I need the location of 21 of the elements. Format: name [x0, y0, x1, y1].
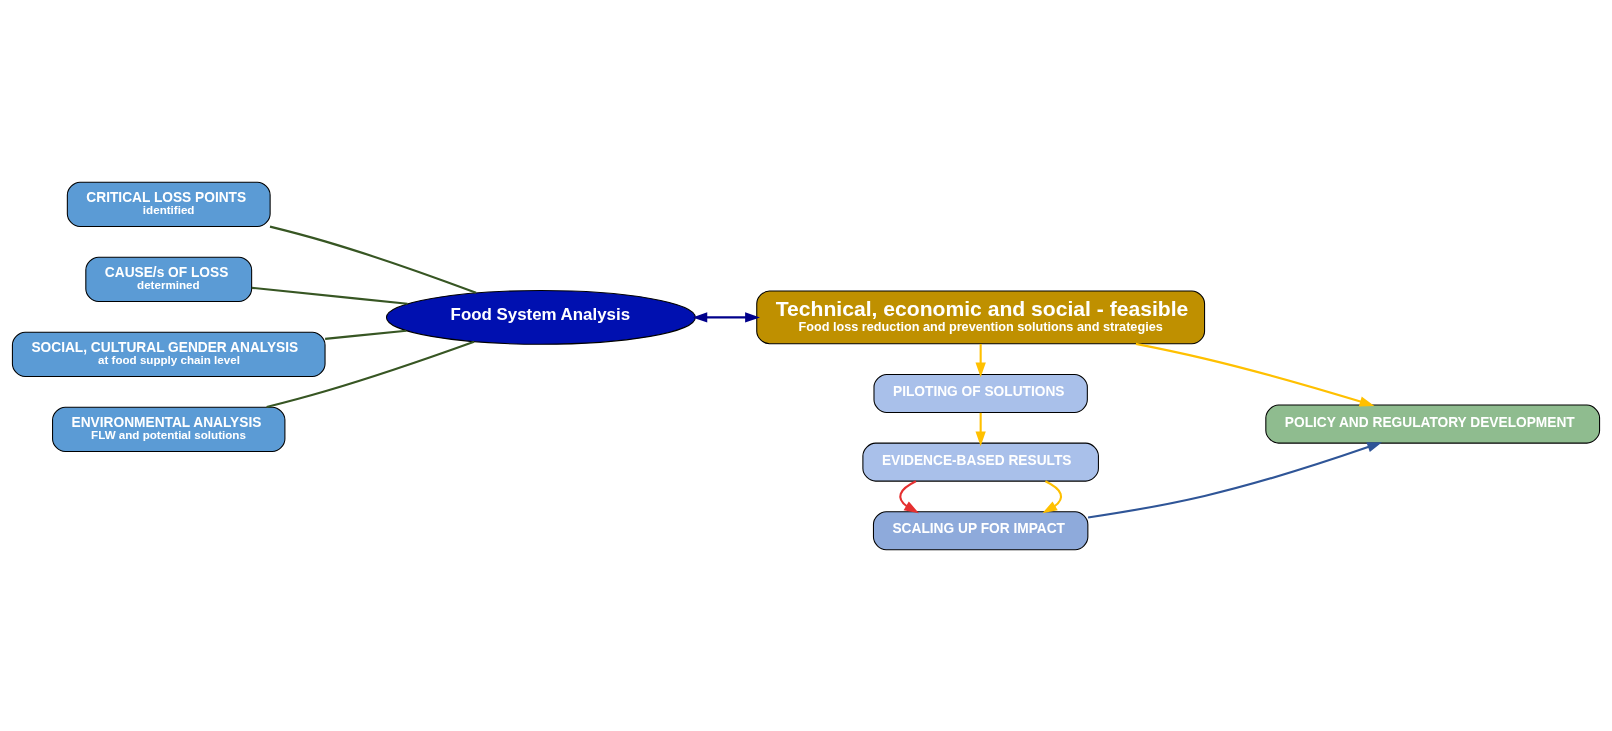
arrow	[1042, 479, 1062, 513]
node-box: PILOTING OF SOLUTIONS	[873, 373, 1088, 413]
connector	[325, 329, 407, 340]
node-box: CAUSE/s OF LOSS determined	[85, 256, 253, 302]
arrow	[1135, 342, 1375, 406]
connector	[251, 286, 408, 305]
node-box: Technical, economic and social - feasible Food loss reduction and prevention solutions and strategies	[756, 290, 1206, 344]
arrow	[975, 412, 986, 446]
connector	[266, 340, 475, 408]
arrow	[1087, 441, 1383, 519]
node-box: CRITICAL LOSS POINTS identified	[66, 181, 271, 227]
node-ellipse: Food System Analysis	[385, 289, 696, 345]
arrow	[975, 343, 986, 377]
arrow	[899, 479, 919, 513]
node-box: POLICY AND REGULATORY DEVELOPMENT	[1265, 404, 1601, 444]
node-box: SCALING UP FOR IMPACT	[872, 510, 1089, 550]
connector	[269, 225, 477, 294]
node-box: SOCIAL, CULTURAL GENDER ANALYSIS at food supply chain level	[11, 331, 326, 377]
node-box: ENVIRONMENTAL ANALYSIS FLW and potential solutions	[52, 406, 286, 452]
node-box: EVIDENCE-BASED RESULTS	[862, 442, 1099, 482]
arrow	[692, 311, 760, 323]
